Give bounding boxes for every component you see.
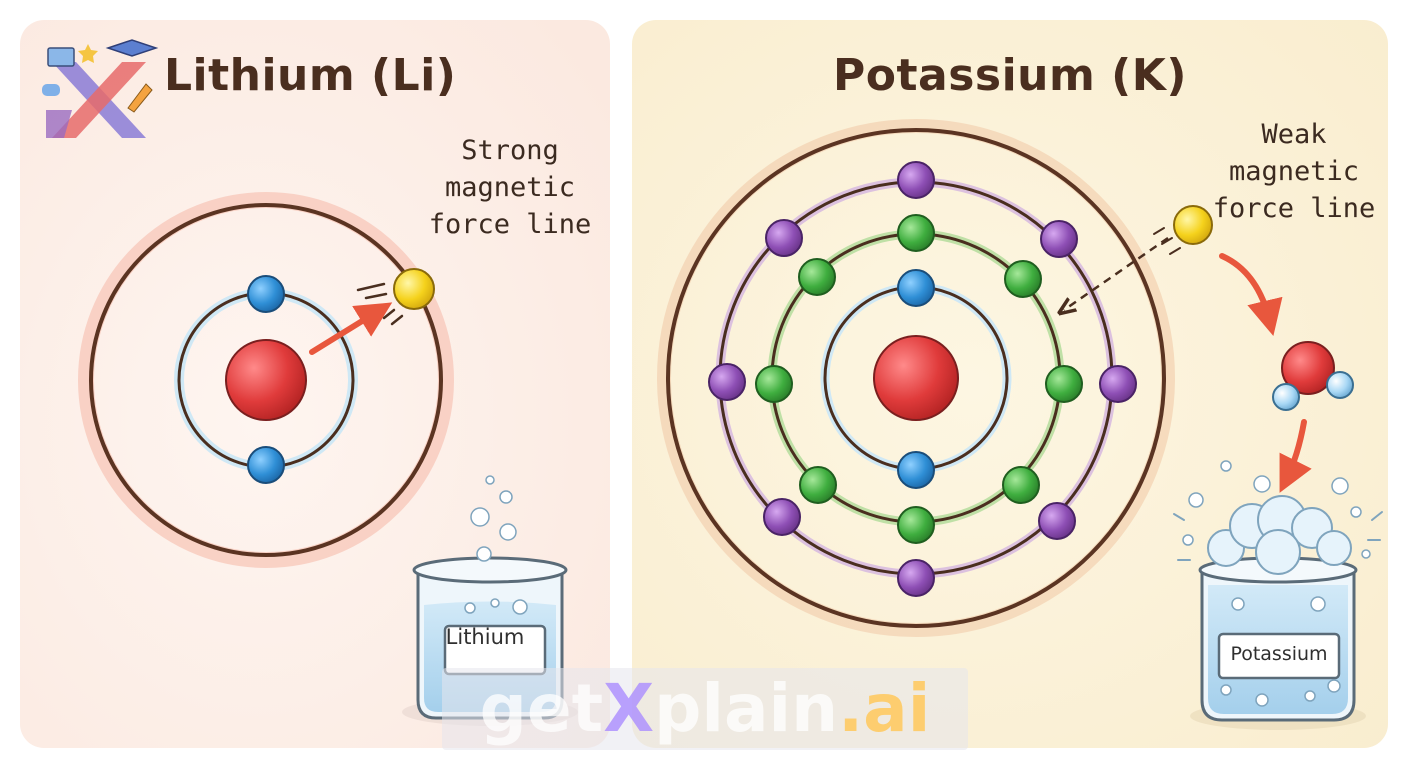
potassium-outer-boundary [666,128,1166,628]
arrow-to-beaker [1279,419,1312,493]
watermark-part-2: X [603,670,655,747]
watermark: getXplain.ai [442,668,968,750]
lithium-bubbles [464,475,528,615]
k-shell2-electron [1004,260,1042,298]
lithium-outer-shell [89,203,443,557]
watermark-part-3: plain [654,670,839,747]
k-shell2-electron [897,506,935,544]
watermark-part-1: get [479,670,604,747]
lithium-attraction-arrow [309,302,393,355]
water-oxygen [1281,341,1335,395]
getxplain-logo [42,39,159,138]
k-shell2-electron [1002,466,1040,504]
pencil-icon [127,83,153,113]
watermark-part-4: .ai [838,670,931,747]
k-shell3-electron [897,559,935,597]
k-shell3-electron [897,161,935,199]
lithium-atom [78,192,454,568]
water-hydrogen [1326,371,1354,399]
lithium-valence-electron [393,268,435,310]
chat-bubble-icon [42,84,60,96]
graduation-cap-icon [105,39,159,57]
lithium-beaker-label: Lithium [445,625,525,649]
k-shell1-electron [897,269,935,307]
potassium-atom [657,119,1213,637]
k-shell3-electron [708,363,746,401]
k-shell3-electron [765,219,803,257]
lithium-motion-lines [356,282,404,326]
k-shell3-electron [1099,365,1137,403]
k-shell1-electron [897,451,935,489]
lithium-electron-top [247,275,285,313]
potassium-beaker-label: Potassium [1230,643,1328,665]
potassium-valence-electron [1173,205,1213,245]
k-shell3-electron [1040,220,1078,258]
potassium-beaker-label-card [1217,632,1341,680]
potassium-weak-force-line [1064,236,1169,310]
potassium-beaker [1173,460,1383,730]
k-shell2-electron [799,466,837,504]
potassium-foam [1207,495,1352,575]
star-icon [78,44,98,63]
lithium-nucleus [225,339,307,421]
k-shell2-electron [897,214,935,252]
water-hydrogen [1272,383,1300,411]
lithium-electron-bottom [247,446,285,484]
k-shell2-electron [798,258,836,296]
book-icon [47,47,75,67]
splash-lines [1173,511,1383,561]
k-shell3-electron [763,498,801,536]
potassium-bubbles [1182,460,1371,707]
water-molecule [1219,253,1354,493]
k-shell3-electron [1038,502,1076,540]
potassium-nucleus [873,335,959,421]
k-shell2-electron [1045,365,1083,403]
arrow-to-water [1219,253,1283,337]
k-shell2-electron [755,365,793,403]
